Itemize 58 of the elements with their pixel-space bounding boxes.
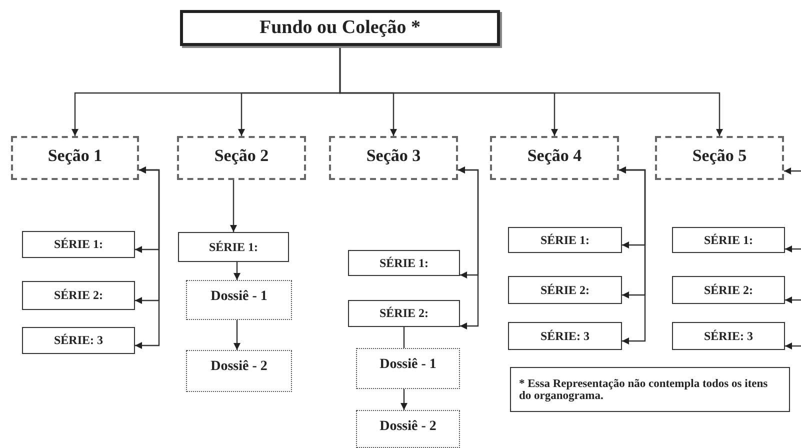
dossier-box — [186, 280, 292, 320]
series-box — [672, 322, 785, 350]
section-box — [177, 136, 306, 180]
box-label: SÉRIE: 3 — [54, 333, 103, 348]
connector-arrow — [234, 262, 240, 280]
connector-arrow — [785, 246, 801, 252]
box-label: Seção 2 — [214, 146, 269, 166]
series-box — [22, 327, 135, 354]
series-box — [672, 276, 785, 304]
connector-arrow — [400, 389, 408, 410]
box-label: Dossiê - 2 — [380, 419, 436, 435]
series-box — [178, 232, 289, 262]
box-label: Seção 4 — [527, 146, 582, 166]
section-box — [655, 136, 784, 180]
connector-arrow — [619, 166, 646, 344]
section-box — [329, 136, 458, 180]
box-label: SÉRIE 1: — [704, 232, 753, 248]
box-label: SÉRIE 2: — [704, 282, 753, 298]
box-label: SÉRIE 2: — [540, 282, 590, 298]
box-label: * Essa Representação não contempla todos os itens do organograma. — [519, 378, 769, 402]
series-box — [508, 322, 622, 350]
box-label: Seção 5 — [692, 146, 747, 166]
box-label: SÉRIE 1: — [54, 237, 103, 252]
box-label: SÉRIE: 3 — [540, 328, 590, 344]
series-box — [22, 281, 135, 310]
connector-arrow — [784, 168, 801, 174]
series-box — [348, 300, 460, 327]
connector-arrow — [339, 46, 723, 136]
series-box — [672, 227, 785, 253]
fund-box — [180, 10, 500, 46]
box-label: SÉRIE 1: — [379, 256, 428, 270]
connector-arrow — [230, 180, 237, 232]
connector-arrow — [234, 320, 240, 350]
series-box — [348, 250, 460, 276]
series-box — [508, 276, 622, 304]
section-box — [490, 136, 619, 180]
connector-arrow — [135, 166, 160, 349]
box-label: SÉRIE 2: — [54, 288, 103, 303]
dossier-box — [356, 410, 460, 448]
series-box — [508, 227, 622, 253]
box-label: Seção 1 — [48, 146, 102, 166]
box-label: SÉRIE 2: — [379, 306, 428, 321]
dossier-box — [356, 348, 460, 389]
connector-arrow — [458, 166, 479, 330]
box-label: Dossiê - 1 — [380, 357, 436, 373]
series-box — [22, 231, 135, 258]
box-label: SÉRIE 1: — [540, 232, 590, 248]
section-box — [11, 136, 139, 180]
box-label: Dossiê - 1 — [210, 289, 268, 305]
dossier-box — [186, 350, 292, 392]
box-label: Dossiê - 2 — [210, 359, 268, 375]
box-label: Fundo ou Coleção * — [260, 17, 420, 39]
box-label: SÉRIE: 3 — [704, 328, 753, 344]
note-box — [510, 367, 790, 412]
connector-arrow — [785, 342, 801, 350]
box-label: SÉRIE 1: — [208, 240, 258, 254]
connector-arrow — [785, 296, 801, 304]
box-label: Seção 3 — [366, 146, 421, 166]
